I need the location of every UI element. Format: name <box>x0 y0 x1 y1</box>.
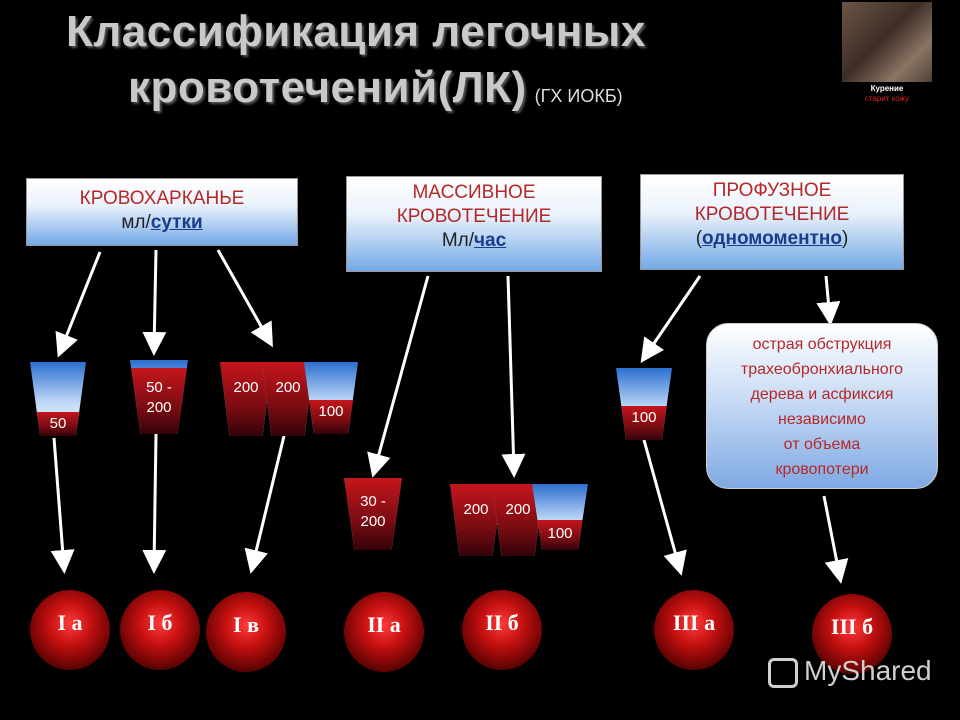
arrow-to-cups-200-200-100-b <box>508 276 514 472</box>
class-iib-label: II б <box>462 610 542 636</box>
note-line: независимо <box>707 407 937 432</box>
arrow-to-class-ib <box>154 434 156 568</box>
class-ib-label: I б <box>120 610 200 636</box>
arrow-to-cup-50-200 <box>154 250 156 350</box>
class-iib-ball: II б <box>462 590 542 670</box>
cup-label: 200 <box>450 500 502 520</box>
arrow-to-class-iiib <box>824 496 840 578</box>
arrow-to-class-iiia <box>644 440 680 570</box>
note-line: дерева и асфиксия <box>707 382 937 407</box>
arrow-to-class-iv <box>252 436 284 568</box>
class-iia-ball: II а <box>344 592 424 672</box>
note-line: от объема <box>707 432 937 457</box>
note-line: острая обструкция <box>707 332 937 357</box>
note-line: трахеобронхиального <box>707 357 937 382</box>
asphyxia-note: острая обструкция трахеобронхиального де… <box>706 323 938 489</box>
class-iiib-label: III б <box>812 614 892 640</box>
myshared-watermark: MyShared <box>768 655 932 688</box>
cup-label: 30 - 200 <box>344 492 402 532</box>
cup-label: 200 <box>262 378 314 398</box>
arrow-to-note <box>826 276 830 320</box>
presentation-icon <box>768 658 798 688</box>
class-ia-ball: I а <box>30 590 110 670</box>
arrow-to-class-ia <box>54 438 64 568</box>
class-iiia-label: III а <box>654 610 734 636</box>
class-iv-ball: I в <box>206 592 286 672</box>
watermark-text: MyShared <box>804 655 932 686</box>
class-iv-label: I в <box>206 612 286 638</box>
class-iia-label: II а <box>344 612 424 638</box>
cup-label: 100 <box>304 402 358 422</box>
class-ib-ball: I б <box>120 590 200 670</box>
arrow-to-cup-100 <box>644 276 700 358</box>
cup-label: 50 - 200 <box>130 378 188 418</box>
note-line: кровопотери <box>707 457 937 482</box>
cup-label: 200 <box>220 378 272 398</box>
class-ia-label: I а <box>30 610 110 636</box>
arrow-to-cups-200-200-100 <box>218 250 270 342</box>
cup-label: 100 <box>616 408 672 428</box>
arrow-to-cup-50 <box>60 252 100 352</box>
class-iiia-ball: III а <box>654 590 734 670</box>
arrow-to-cup-30-200 <box>374 276 428 472</box>
